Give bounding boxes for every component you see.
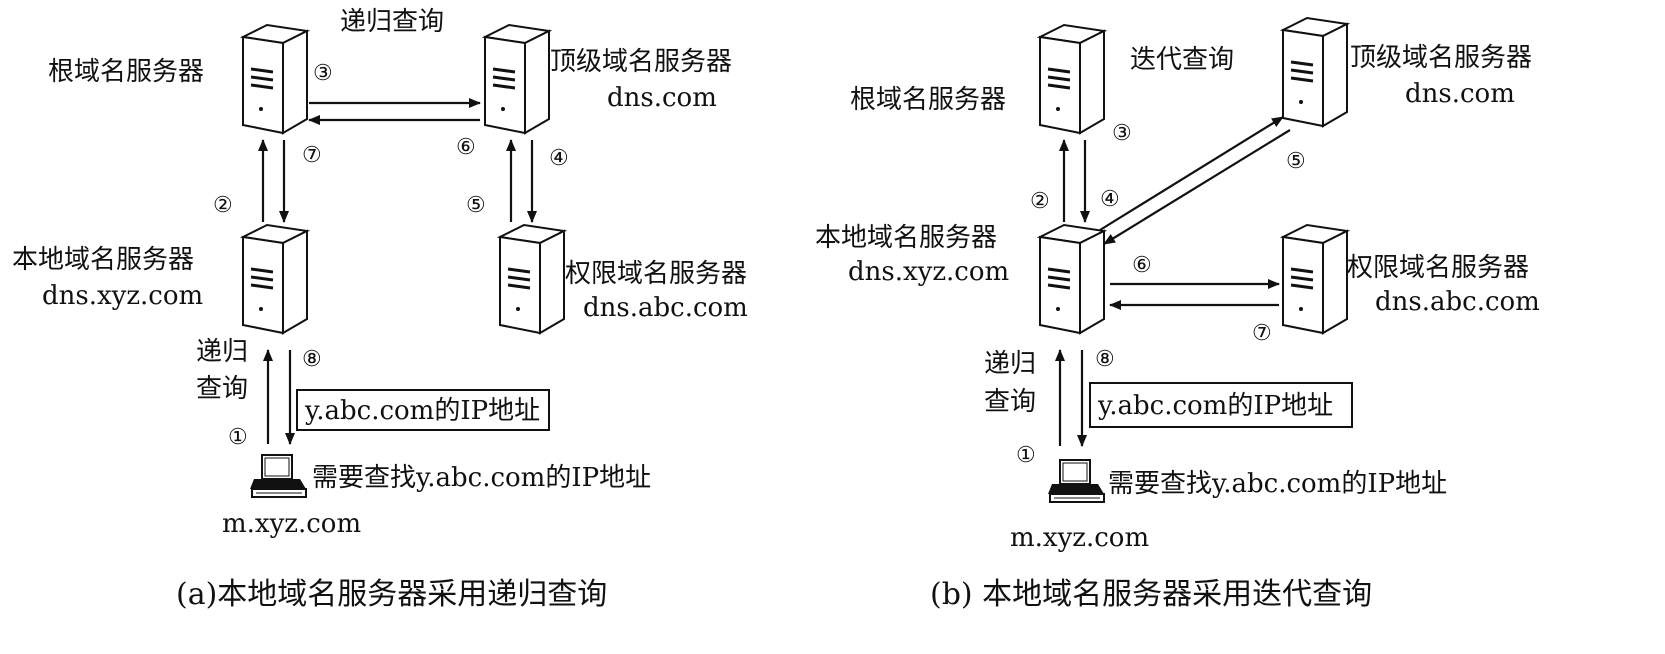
panel-b-answer-text: y.abc.com的IP地址: [1097, 391, 1333, 421]
panel-b-caption: (b) 本地域名服务器采用迭代查询: [930, 577, 1372, 612]
panel-a: 递归查询 根域名服务器 顶级域名服务器 dns.com 本地域名服务器 dns.…: [12, 7, 748, 612]
panel-b-step-5: ⑤: [1286, 149, 1306, 174]
panel-a-step-7: ⑦: [302, 143, 322, 168]
panel-a-step-3: ③: [313, 61, 333, 86]
panel-a-local-domain: dns.xyz.com: [42, 281, 203, 311]
panel-b-step-6: ⑥: [1132, 253, 1152, 278]
root-server-icon: [241, 23, 309, 135]
panel-b-step-1: ①: [1016, 443, 1036, 468]
panel-b-root-label: 根域名服务器: [850, 85, 1006, 115]
panel-b-step-2: ②: [1030, 189, 1050, 214]
panel-a-auth-label: 权限域名服务器: [565, 259, 747, 289]
panel-b-step-7: ⑦: [1252, 321, 1272, 346]
panel-a-local-label: 本地域名服务器: [12, 245, 194, 275]
panel-a-host-domain: m.xyz.com: [222, 509, 361, 539]
local-server-icon: [241, 223, 309, 335]
panel-b-auth-domain: dns.abc.com: [1375, 287, 1540, 317]
host-computer-icon: [1047, 459, 1105, 503]
arrow-step-3: [1099, 116, 1284, 231]
panel-a-top-label: 递归查询: [340, 7, 444, 37]
panel-b-host-query: 需要查找y.abc.com的IP地址: [1108, 469, 1447, 499]
panel-a-step-5: ⑤: [466, 193, 486, 218]
panel-b-step-4: ④: [1100, 187, 1120, 212]
panel-a-auth-domain: dns.abc.com: [583, 293, 748, 323]
panel-b-top-label: 迭代查询: [1130, 45, 1234, 75]
host-computer-icon: [249, 454, 307, 498]
arrow-step-5: [1103, 129, 1291, 245]
panel-a-answer-text: y.abc.com的IP地址: [304, 396, 540, 426]
panel-b-local-label: 本地域名服务器: [815, 223, 997, 253]
panel-b-step-8: ⑧: [1095, 347, 1115, 372]
auth-server-icon: [498, 223, 566, 335]
local-server-icon: [1038, 223, 1106, 335]
root-server-icon: [1038, 23, 1106, 135]
panel-b-answer-box: [1089, 382, 1353, 428]
tld-server-icon: [1281, 16, 1349, 128]
panel-a-host-query: 需要查找y.abc.com的IP地址: [312, 463, 651, 493]
panel-a-step-2: ②: [213, 193, 233, 218]
panel-a-step-4: ④: [549, 146, 569, 171]
panel-a-tld-domain: dns.com: [607, 83, 717, 113]
panel-a-step-8: ⑧: [302, 347, 322, 372]
panel-a-answer-box: [296, 389, 550, 431]
panel-b-auth-label: 权限域名服务器: [1347, 253, 1529, 283]
panel-a-caption: (a)本地域名服务器采用递归查询: [176, 577, 607, 612]
panel-b-tld-domain: dns.com: [1405, 79, 1515, 109]
panel-a-recursive-line1: 递归: [196, 337, 248, 367]
panel-a-root-label: 根域名服务器: [48, 57, 204, 87]
panel-b-tld-label: 顶级域名服务器: [1350, 43, 1532, 73]
panel-a-recursive-line2: 查询: [196, 374, 248, 404]
tld-server-icon: [483, 23, 551, 135]
panel-b-local-domain: dns.xyz.com: [848, 257, 1009, 287]
panel-b: 迭代查询 根域名服务器 顶级域名服务器 dns.com 本地域名服务器 dns.…: [815, 16, 1540, 612]
panel-b-recursive-line1: 递归: [984, 349, 1036, 379]
panel-a-step-6: ⑥: [456, 135, 476, 160]
panel-b-step-3: ③: [1112, 121, 1132, 146]
panel-b-host-domain: m.xyz.com: [1010, 523, 1149, 553]
auth-server-icon: [1281, 223, 1349, 335]
panel-b-recursive-line2: 查询: [984, 387, 1036, 417]
panel-a-tld-label: 顶级域名服务器: [550, 47, 732, 77]
panel-a-step-1: ①: [228, 425, 248, 450]
